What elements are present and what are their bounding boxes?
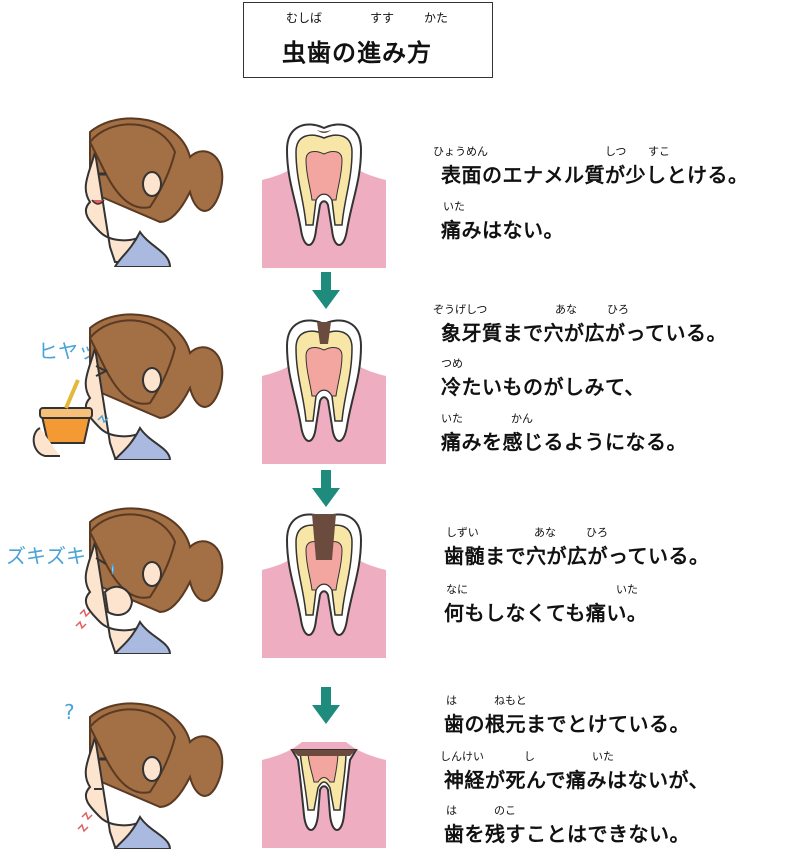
ruby: しずい — [446, 526, 479, 539]
arrow-down-icon-2 — [312, 470, 340, 507]
ruby: ひろ — [607, 303, 629, 316]
tooth-diagram-3 — [262, 513, 386, 658]
ruby: あな — [555, 303, 577, 316]
question-mark: ? — [64, 700, 75, 724]
ruby: ねもと — [494, 694, 527, 707]
title-ruby-mushiba: むしば — [286, 11, 323, 25]
description-text: 冷たいものがしみて、 — [441, 375, 645, 399]
ruby: いた — [441, 412, 463, 425]
girl-illustration-4 — [77, 702, 224, 849]
title-ruby-kata: かた — [424, 11, 449, 25]
title-box: むしば すす かた 虫歯の進み方 — [243, 2, 493, 78]
description-text: 象牙質まで穴が広がっている。 — [441, 321, 727, 345]
description-text: 表面のエナメル質が少しとける。 — [441, 163, 749, 187]
ruby: あな — [534, 526, 556, 539]
description-text: 歯髄まで穴が広がっている。 — [444, 544, 710, 568]
ruby: すこ — [648, 145, 670, 158]
title-ruby-susu: すす — [370, 11, 395, 25]
ruby: は — [446, 694, 457, 707]
description-text: 歯の根元までとけている。 — [444, 712, 690, 736]
zukizuki-exclaim: ズキズキ — [6, 544, 86, 568]
arrow-down-icon-1 — [312, 272, 340, 309]
ruby: かん — [511, 412, 533, 425]
tooth-diagram-2 — [262, 319, 386, 464]
hiyat-exclaim: ヒヤッ — [38, 339, 98, 363]
ruby: しんけい — [440, 750, 484, 763]
ruby: つめ — [441, 357, 463, 370]
tooth-diagram-4 — [262, 742, 386, 848]
description-text: 痛みはない。 — [441, 218, 564, 242]
ruby: は — [446, 804, 457, 817]
arrow-down-icon-3 — [312, 687, 340, 724]
page-title: 虫歯の進み方 — [282, 39, 432, 67]
ruby: いた — [592, 750, 614, 763]
ruby: しつ — [605, 145, 627, 158]
girl-illustration-3 — [75, 507, 224, 654]
ruby: ぞうげしつ — [433, 303, 488, 316]
ruby: のこ — [494, 804, 516, 817]
ruby: いた — [443, 200, 465, 213]
description-text: 何もしなくても痛い。 — [444, 601, 648, 625]
description-text: 歯を残すことはできない。 — [444, 822, 690, 846]
ruby: いた — [616, 583, 638, 596]
description-text: 痛みを感じるようになる。 — [441, 430, 687, 454]
girl-illustration-2 — [32, 313, 224, 460]
ruby: ひょうめん — [433, 145, 488, 158]
ruby: なに — [446, 583, 468, 596]
description-text: 神経が死んで痛みはないが、 — [444, 768, 710, 792]
girl-illustration-1 — [84, 117, 224, 267]
ruby: し — [524, 750, 535, 763]
ruby: ひろ — [586, 526, 608, 539]
tooth-diagram-1 — [262, 123, 386, 268]
